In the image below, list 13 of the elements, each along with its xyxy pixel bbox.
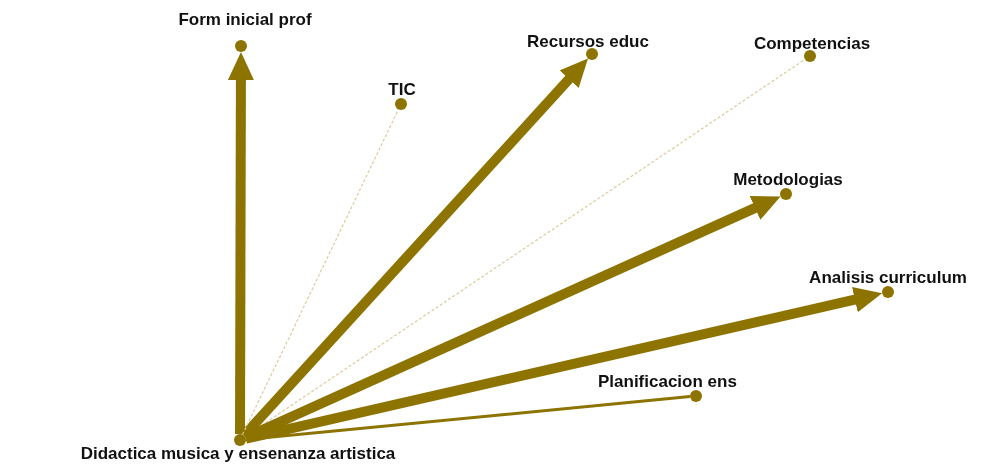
node-label: Analisis curriculum bbox=[809, 268, 967, 288]
node-label: TIC bbox=[388, 80, 416, 100]
node-label: Competencias bbox=[753, 34, 871, 54]
node-label: Form inicial prof bbox=[178, 10, 312, 30]
node-label: Planificacion ens bbox=[598, 372, 737, 392]
arrow bbox=[244, 286, 883, 444]
connector-line bbox=[242, 108, 399, 436]
node-label: Didactica musica y ensenanza artistica bbox=[80, 444, 396, 464]
node-label: Recursos educ bbox=[527, 32, 649, 52]
node-label: Metodologias bbox=[733, 170, 843, 190]
arrow bbox=[240, 58, 588, 439]
connector-line bbox=[245, 395, 691, 441]
arrow bbox=[227, 52, 254, 434]
